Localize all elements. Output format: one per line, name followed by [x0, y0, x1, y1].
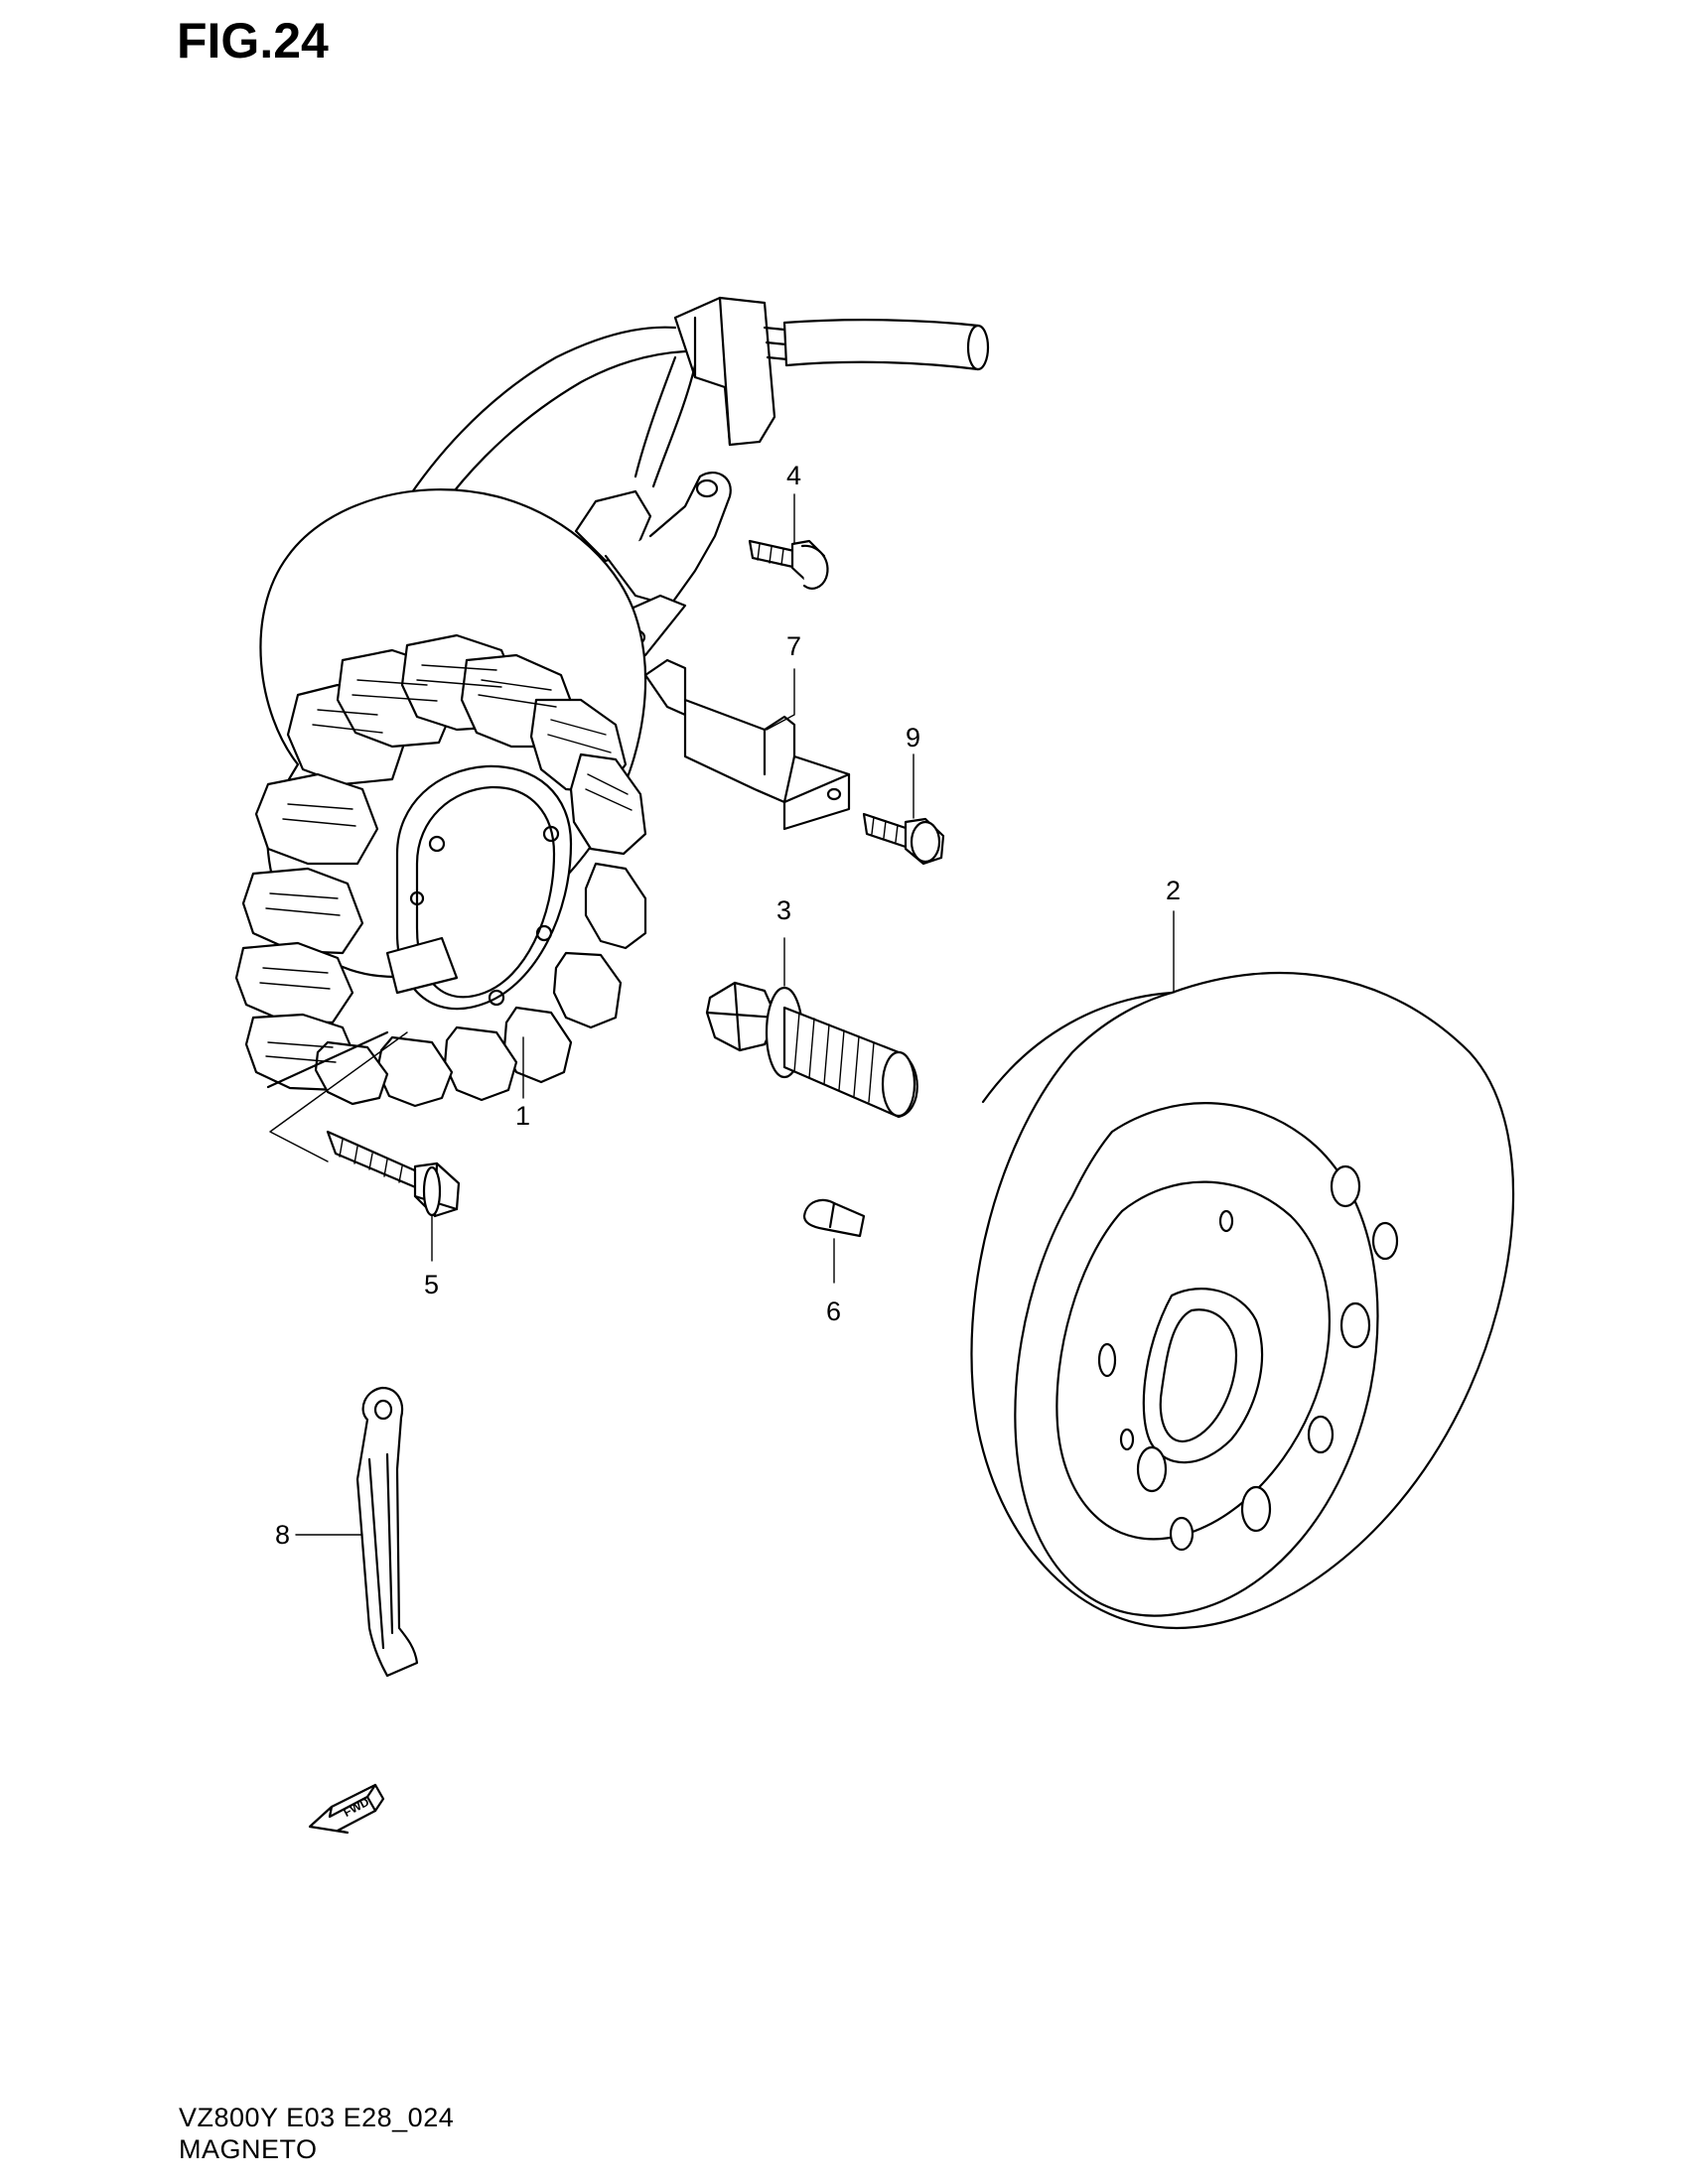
callout-1: 1 [515, 1101, 530, 1131]
callout-7: 7 [786, 631, 801, 661]
wire-band [355, 1386, 419, 1678]
callout-5: 5 [424, 1270, 439, 1299]
woodruff-key [802, 1198, 866, 1238]
model-code: VZ800Y E03 E28_024 [179, 2103, 455, 2132]
figure-title: FIG.24 [177, 13, 329, 68]
callout-5-leader-stator [269, 1031, 408, 1162]
callout-9: 9 [906, 723, 920, 752]
stator-coil [234, 488, 647, 1108]
callout-8: 8 [275, 1520, 290, 1550]
forward-arrow-icon: FWD [308, 1783, 385, 1835]
rotor-flywheel [970, 971, 1515, 1630]
rotor-bolt [705, 981, 918, 1119]
callout-leaders [295, 493, 1175, 1536]
lead-wire-clamp-bolt [748, 539, 829, 590]
wire-harness [326, 296, 990, 766]
callout-6: 6 [826, 1297, 841, 1326]
callout-4: 4 [786, 461, 801, 490]
callout-2: 2 [1166, 876, 1181, 905]
lead-wire-guide [643, 658, 851, 831]
guide-bolt [862, 812, 945, 866]
stator-bolt [326, 1130, 461, 1218]
callout-3: 3 [776, 895, 791, 925]
figure-name: MAGNETO [179, 2134, 318, 2164]
